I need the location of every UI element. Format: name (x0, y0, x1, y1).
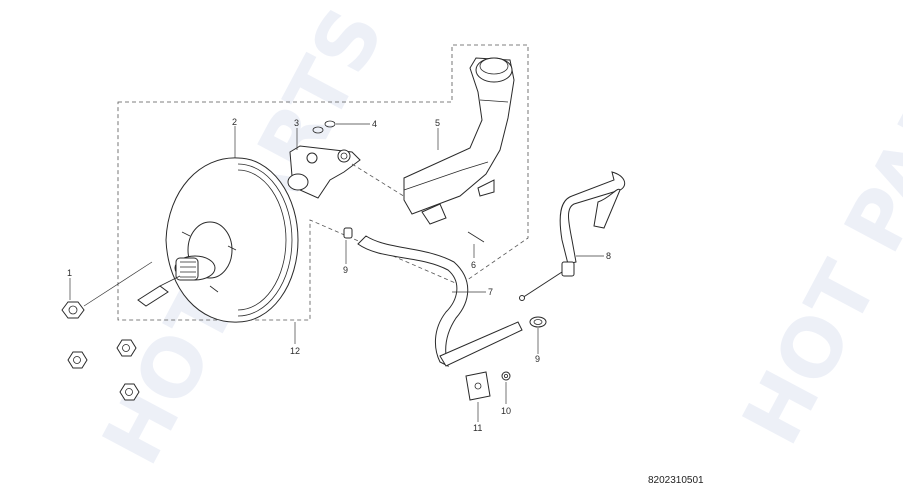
callout-9-upper: 9 (343, 265, 348, 275)
callout-1: 1 (67, 268, 72, 278)
hose-clamp-a (343, 227, 353, 239)
callout-6: 6 (471, 260, 476, 270)
callout-labels: 1 2 3 4 5 6 7 8 9 9 10 11 12 (67, 117, 611, 433)
callout-11: 11 (473, 423, 482, 433)
callout-5: 5 (435, 118, 440, 128)
brake-booster (137, 157, 299, 323)
assembly-boundary (117, 44, 529, 321)
mounting-nut (61, 261, 153, 319)
callout-3: 3 (294, 118, 299, 128)
loose-nut-b (116, 339, 137, 357)
fluid-reservoir (403, 57, 515, 225)
master-cylinder (287, 145, 411, 201)
callout-8: 8 (606, 251, 611, 261)
vacuum-hose (357, 235, 523, 367)
hose-bracket (465, 371, 491, 401)
callout-2: 2 (232, 117, 237, 127)
callout-4: 4 (372, 119, 377, 129)
loose-nut-a (67, 351, 88, 369)
retaining-pin (467, 231, 485, 243)
callout-12: 12 (290, 346, 300, 356)
o-rings (312, 120, 336, 134)
check-valve-hose (519, 171, 626, 301)
hose-clamp-b (529, 316, 547, 328)
leader-lines (69, 123, 604, 422)
bracket-screw (501, 371, 511, 381)
callout-7: 7 (488, 287, 493, 297)
watermark-text-right: HOT PARTS (725, 0, 903, 459)
diagram-reference-code: 8202310501 (648, 475, 704, 486)
callout-9-lower: 9 (535, 354, 540, 364)
loose-nut-c (119, 383, 140, 401)
callout-10: 10 (501, 406, 511, 416)
